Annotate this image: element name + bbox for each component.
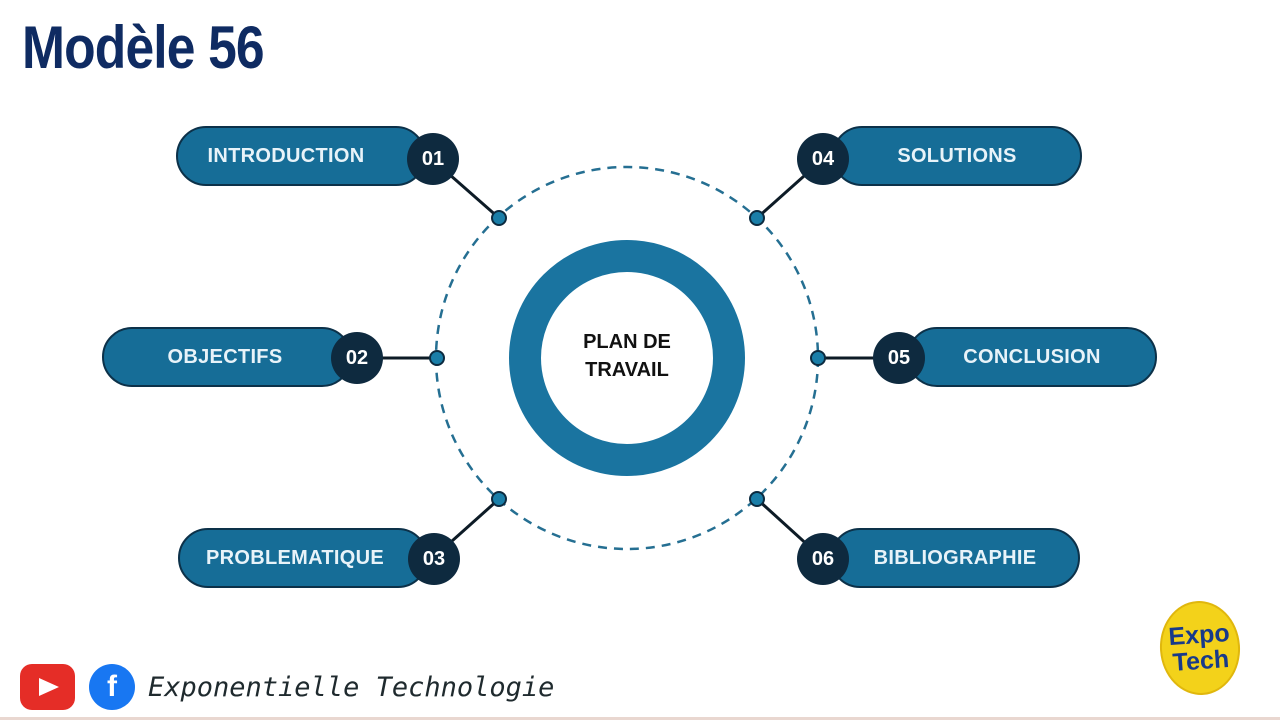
item-number-badge: 06 xyxy=(797,533,849,585)
item-introduction[interactable]: INTRODUCTION xyxy=(176,126,426,186)
connector-dot xyxy=(810,350,826,366)
center-label-line1: PLAN DE xyxy=(583,331,671,353)
item-label: PROBLEMATIQUE xyxy=(206,546,384,569)
item-label: SOLUTIONS xyxy=(897,144,1017,167)
item-conclusion[interactable]: CONCLUSION xyxy=(907,327,1157,387)
connector-dot xyxy=(491,491,507,507)
facebook-icon[interactable]: f xyxy=(89,664,135,710)
center-label: PLAN DE TRAVAIL xyxy=(562,328,692,384)
item-label: INTRODUCTION xyxy=(207,144,365,167)
connector-dot xyxy=(749,210,765,226)
page-title: Modèle 56 xyxy=(22,14,265,81)
logo-line2: Tech xyxy=(1171,645,1231,677)
bottom-divider xyxy=(0,717,1280,720)
channel-name: Exponentielle Technologie xyxy=(148,672,555,703)
youtube-icon[interactable] xyxy=(20,664,75,710)
item-label: CONCLUSION xyxy=(963,345,1101,368)
item-number-badge: 05 xyxy=(873,332,925,384)
item-number-badge: 02 xyxy=(331,332,383,384)
connector-dot xyxy=(749,491,765,507)
item-number-badge: 01 xyxy=(407,133,459,185)
play-icon xyxy=(38,678,59,696)
center-ring xyxy=(509,240,745,476)
connector-dot xyxy=(429,350,445,366)
item-objectifs[interactable]: OBJECTIFS xyxy=(102,327,352,387)
item-number-badge: 04 xyxy=(797,133,849,185)
item-problematique[interactable]: PROBLEMATIQUE xyxy=(178,528,428,588)
item-label: BIBLIOGRAPHIE xyxy=(873,546,1037,569)
connector-dot xyxy=(491,210,507,226)
item-solutions[interactable]: SOLUTIONS xyxy=(832,126,1082,186)
center-label-line2: TRAVAIL xyxy=(585,359,669,381)
item-label: OBJECTIFS xyxy=(167,345,283,368)
item-bibliographie[interactable]: BIBLIOGRAPHIE xyxy=(830,528,1080,588)
item-number-badge: 03 xyxy=(408,533,460,585)
